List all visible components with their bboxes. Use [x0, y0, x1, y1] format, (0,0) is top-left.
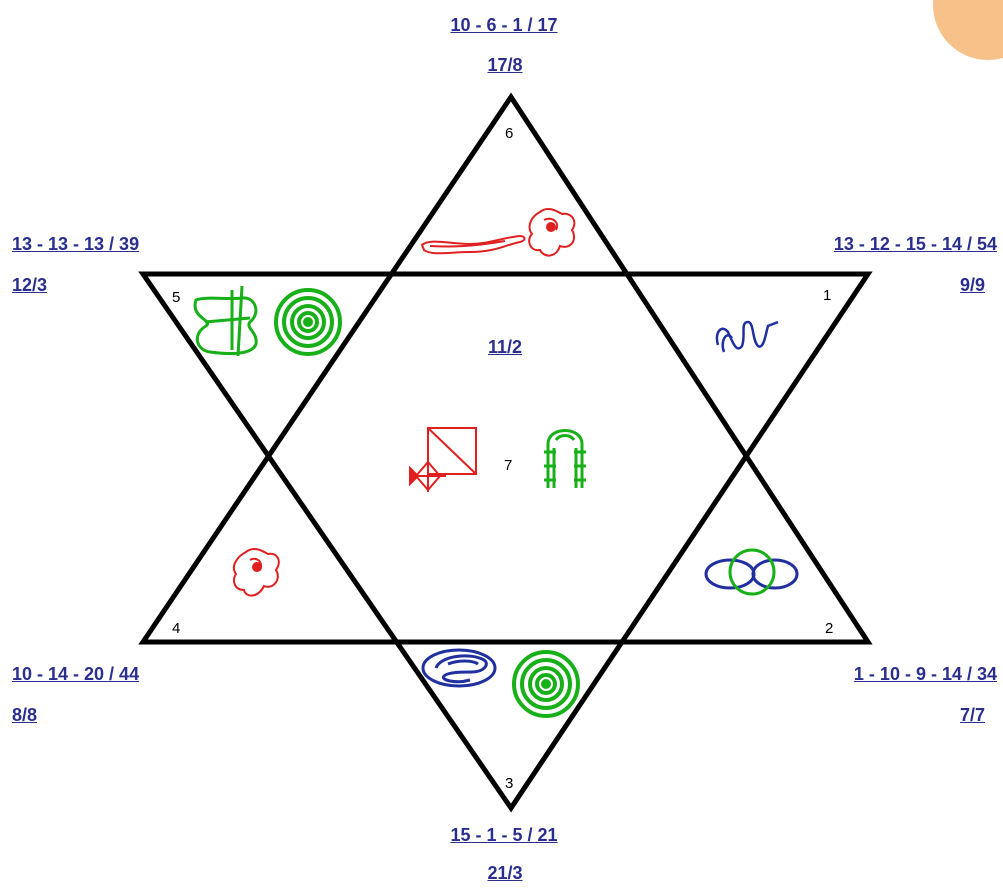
upward-triangle: [143, 97, 868, 642]
coil-icon: [423, 650, 495, 686]
point-number-2: 2: [825, 620, 833, 637]
upper-right-reduced-label[interactable]: 9/9: [960, 274, 985, 296]
point-number-6: 6: [505, 125, 513, 142]
center-label[interactable]: 11/2: [488, 336, 522, 358]
blob-icon: [234, 549, 279, 596]
lower-right-sum-label[interactable]: 1 - 10 - 9 - 14 / 34: [854, 663, 997, 685]
lower-left-sum-label[interactable]: 10 - 14 - 20 / 44: [12, 663, 139, 685]
worm-icon: [422, 236, 525, 253]
kite-icon: [410, 428, 476, 492]
beehive-icon: [544, 431, 586, 489]
vase-icon: [195, 286, 256, 356]
point-number-7: 7: [504, 457, 512, 474]
spiral-icon: [276, 290, 340, 354]
lower-right-reduced-label[interactable]: 7/7: [960, 704, 985, 726]
bottom-sum-label[interactable]: 15 - 1 - 5 / 21: [450, 824, 557, 846]
wave-icon: [717, 322, 778, 352]
top-reduced-label[interactable]: 17/8: [487, 54, 522, 76]
point-number-1: 1: [823, 287, 831, 304]
upper-left-sum-label[interactable]: 13 - 13 - 13 / 39: [12, 233, 139, 255]
blob-icon: [529, 209, 574, 256]
point-number-3: 3: [505, 775, 513, 792]
lower-left-reduced-label[interactable]: 8/8: [12, 704, 37, 726]
rings-icon: [706, 550, 797, 594]
upper-right-sum-label[interactable]: 13 - 12 - 15 - 14 / 54: [834, 233, 997, 255]
point-number-4: 4: [172, 620, 180, 637]
spiral-icon: [514, 652, 578, 716]
bottom-reduced-label[interactable]: 21/3: [487, 862, 522, 884]
upper-left-reduced-label[interactable]: 12/3: [12, 274, 47, 296]
point-number-5: 5: [172, 289, 180, 306]
top-sum-label[interactable]: 10 - 6 - 1 / 17: [450, 14, 557, 36]
